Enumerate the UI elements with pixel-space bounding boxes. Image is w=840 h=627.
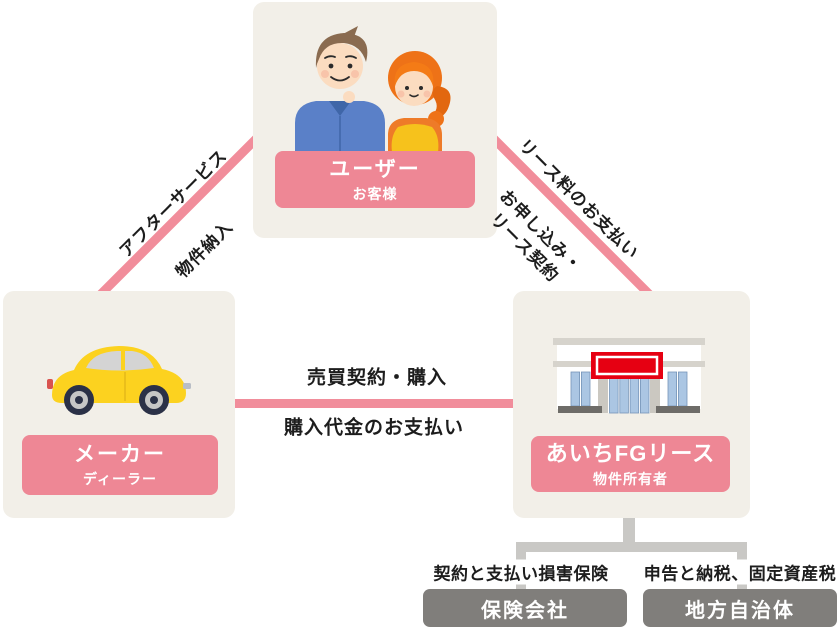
lease-title: あいちFGリース	[545, 440, 716, 466]
edge-label-purchase-payment: 購入代金のお支払い	[283, 417, 465, 439]
couple-illustration	[295, 26, 451, 152]
user-label-plate: ユーザー お客様	[275, 151, 475, 208]
municipality-box-label: 地方自治体	[685, 599, 795, 622]
node-lease: あいちFGリース 物件所有者	[513, 291, 750, 518]
edge-label-purchase-contract: 売買契約・購入	[306, 367, 448, 389]
lease-label-plate: あいちFGリース 物件所有者	[531, 436, 730, 492]
maker-label-plate: メーカー ディーラー	[22, 435, 218, 495]
user-subtitle: お客様	[352, 185, 398, 202]
car-illustration	[47, 346, 191, 415]
node-maker: メーカー ディーラー	[3, 291, 235, 518]
municipality-box: 地方自治体	[643, 589, 837, 627]
maker-title: メーカー	[74, 443, 166, 466]
municipality-note: 申告と納税、固定資産税	[640, 559, 840, 585]
insurance-box-label: 保険会社	[481, 599, 569, 622]
maker-subtitle: ディーラー	[82, 471, 158, 487]
user-title: ユーザー	[329, 157, 421, 181]
insurance-note: 契約と支払い損害保険	[430, 559, 612, 585]
storefront-illustration	[553, 338, 705, 414]
node-user: ユーザー お客様	[253, 2, 497, 238]
insurance-box: 保険会社	[423, 589, 627, 627]
lease-subtitle: 物件所有者	[593, 470, 668, 487]
